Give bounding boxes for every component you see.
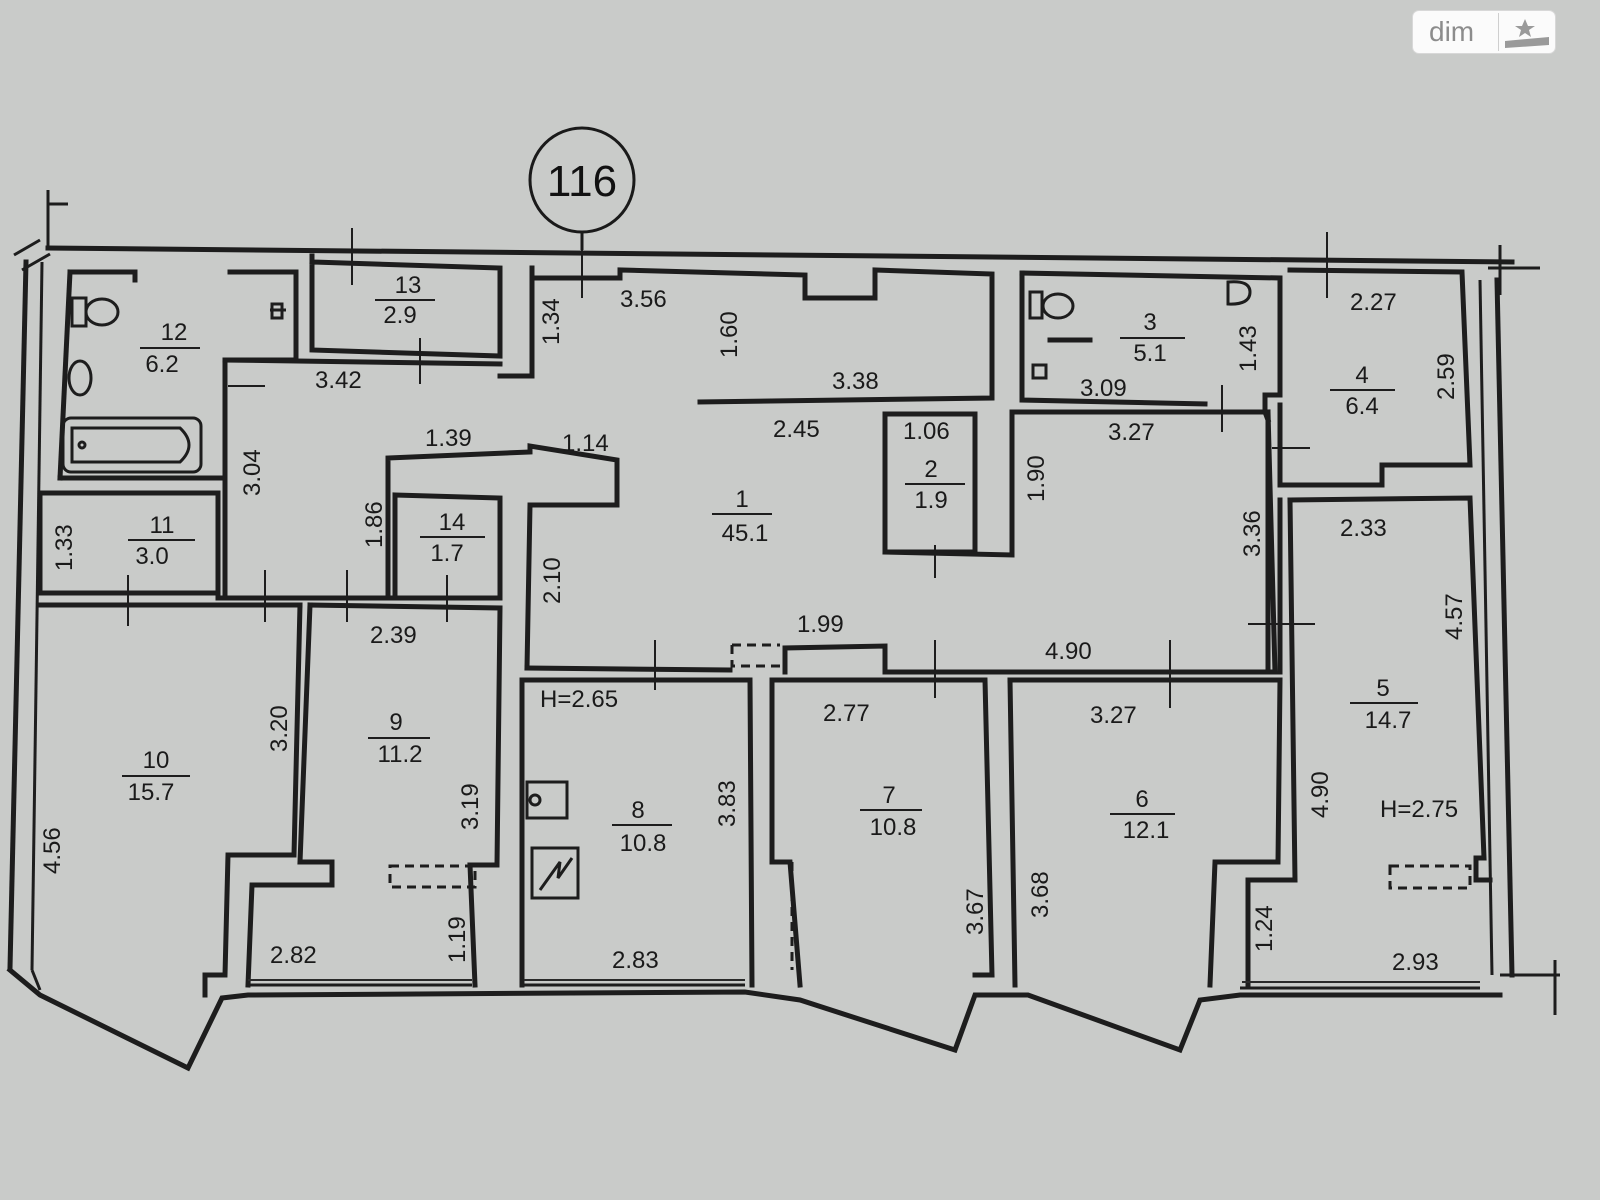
room-number: 9 bbox=[389, 709, 402, 736]
room-area: 2.9 bbox=[383, 302, 416, 329]
room-area: 5.1 bbox=[1133, 340, 1166, 367]
dimension-label: 3.27 bbox=[1090, 702, 1137, 729]
dimension-label: 2.83 bbox=[612, 947, 659, 974]
dimension-label: 3.67 bbox=[962, 888, 989, 935]
dimension-label: 3.36 bbox=[1239, 510, 1266, 557]
room-number: 4 bbox=[1355, 362, 1368, 389]
dimension-label: 1.33 bbox=[51, 524, 78, 571]
dimension-label: 3.09 bbox=[1080, 375, 1127, 402]
room-area: 10.8 bbox=[620, 830, 667, 857]
room-area: 11.2 bbox=[378, 741, 423, 768]
watermark-divider bbox=[1498, 13, 1499, 51]
room-area: 3.0 bbox=[135, 543, 168, 570]
dimension-label: 1.90 bbox=[1023, 455, 1050, 502]
room-number: 11 bbox=[150, 512, 175, 539]
room-area: 6.2 bbox=[145, 351, 178, 378]
dimension-label: 2.82 bbox=[270, 942, 317, 969]
dimension-label: 1.43 bbox=[1235, 325, 1262, 372]
dimension-label: 3.19 bbox=[457, 783, 484, 830]
dimension-label: 2.59 bbox=[1433, 353, 1460, 400]
dimension-label: 4.56 bbox=[39, 827, 66, 874]
dimension-label: 3.27 bbox=[1108, 419, 1155, 446]
dimension-label: 3.56 bbox=[620, 286, 667, 313]
dimension-label: 3.20 bbox=[266, 705, 293, 752]
dimension-label: 1.60 bbox=[716, 311, 743, 358]
room-area: 45.1 bbox=[722, 520, 769, 547]
room-number: 14 bbox=[439, 509, 466, 536]
dimension-label: 1.14 bbox=[562, 430, 609, 457]
room-number: 13 bbox=[395, 272, 422, 299]
sink-icon bbox=[67, 302, 286, 397]
dimension-label: 3.42 bbox=[315, 367, 362, 394]
toilet-icon bbox=[70, 296, 120, 328]
dimension-label: 3.38 bbox=[832, 368, 879, 395]
dimension-label: 1.24 bbox=[1251, 905, 1278, 952]
dimension-label: 2.33 bbox=[1340, 515, 1387, 542]
room-number: 3 bbox=[1143, 309, 1156, 336]
dashed-openings bbox=[388, 643, 1472, 970]
room-area: 12.1 bbox=[1123, 817, 1170, 844]
room-number: 2 bbox=[924, 456, 937, 483]
watermark-badge: dim bbox=[1413, 11, 1555, 53]
stove-icon bbox=[530, 846, 580, 900]
room-number: 7 bbox=[882, 782, 895, 809]
ceiling-heights: H=2.65 H=2.75 bbox=[540, 686, 1458, 823]
dimension-label: 2.27 bbox=[1350, 289, 1397, 316]
ria-logo-icon bbox=[1499, 13, 1555, 51]
dimension-label: 4.90 bbox=[1307, 771, 1334, 818]
ceiling-height-label: H=2.65 bbox=[540, 686, 618, 713]
room-area: 6.4 bbox=[1345, 393, 1378, 420]
room-number: 6 bbox=[1135, 786, 1148, 813]
room-area: 15.7 bbox=[128, 779, 175, 806]
dimension-label: 2.77 bbox=[823, 700, 870, 727]
window-lines bbox=[248, 979, 1480, 983]
dimension-label: 1.34 bbox=[538, 298, 565, 345]
dimension-labels: 3.56 1.34 1.60 3.38 3.42 3.04 1.39 1.14 … bbox=[39, 286, 1468, 976]
ceiling-height-label: H=2.75 bbox=[1380, 796, 1458, 823]
wc-toilet-icon bbox=[1028, 280, 1252, 380]
room-labels: 1 45.1 2 1.9 3 5.1 4 6.4 5 14.7 6 12.1 7… bbox=[122, 272, 1418, 857]
room-area: 1.9 bbox=[914, 487, 947, 514]
dimension-label: 3.83 bbox=[714, 780, 741, 827]
dimension-label: 3.04 bbox=[239, 449, 266, 496]
dimension-label: 2.39 bbox=[370, 622, 417, 649]
kitchen-sink-icon bbox=[525, 780, 569, 820]
room-number: 10 bbox=[143, 747, 170, 774]
dimension-label: 2.93 bbox=[1392, 949, 1439, 976]
dimension-label: 1.06 bbox=[903, 418, 950, 445]
room-area: 14.7 bbox=[1365, 707, 1412, 734]
room-area: 1.7 bbox=[430, 540, 463, 567]
dimension-label: 2.10 bbox=[539, 557, 566, 604]
plan-number-marker: 116 bbox=[528, 126, 636, 250]
dimension-label: 1.86 bbox=[361, 501, 388, 548]
plan-number: 116 bbox=[547, 157, 617, 206]
dimension-label: 4.90 bbox=[1045, 638, 1092, 665]
dimension-label: 1.19 bbox=[444, 916, 471, 963]
dimension-label: 1.99 bbox=[797, 611, 844, 638]
door-ticks bbox=[127, 228, 1328, 708]
dimension-label: 4.57 bbox=[1441, 593, 1468, 640]
watermark-brand: dim bbox=[1429, 16, 1475, 47]
outer-walls bbox=[6, 190, 1560, 1072]
dimension-label: 2.45 bbox=[773, 416, 820, 443]
dimension-label: 3.68 bbox=[1027, 871, 1054, 918]
room-number: 8 bbox=[631, 797, 644, 824]
room-number: 12 bbox=[161, 319, 188, 346]
room-number: 1 bbox=[735, 486, 748, 513]
bathtub-icon bbox=[61, 416, 203, 474]
interior-walls bbox=[37, 253, 1493, 998]
room-area: 10.8 bbox=[870, 814, 917, 841]
room-number: 5 bbox=[1376, 675, 1389, 702]
dimension-label: 1.39 bbox=[425, 425, 472, 452]
